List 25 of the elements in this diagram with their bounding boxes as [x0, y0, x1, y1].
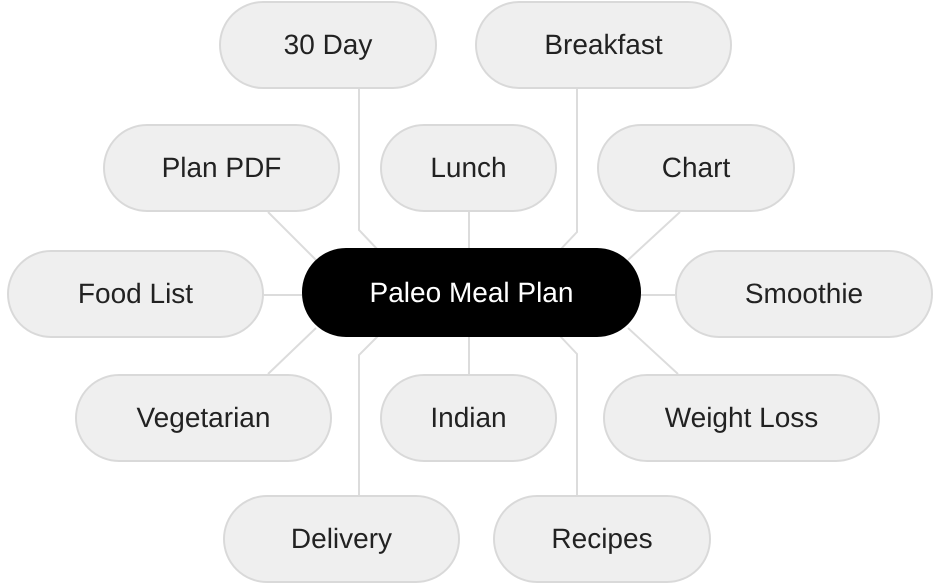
connector-line: [264, 294, 302, 296]
connector-line: [641, 294, 675, 296]
connector-line: [468, 212, 470, 248]
connector-line: [627, 327, 679, 375]
connector-line: [358, 89, 379, 251]
topic-text: Recipes: [551, 523, 653, 555]
central-topic-text: Paleo Meal Plan: [370, 276, 574, 308]
topic-text: Food List: [78, 278, 194, 310]
topic-text: Indian: [430, 402, 507, 434]
connector-line: [559, 335, 578, 495]
topic-text: Smoothie: [744, 278, 864, 310]
connector-line: [358, 335, 379, 495]
topic-text: Vegetarian: [136, 402, 270, 434]
connector-line: [468, 337, 470, 374]
topic-text: Weight Loss: [664, 402, 818, 434]
topic-text: Breakfast: [544, 29, 663, 61]
topic-text: Chart: [662, 152, 730, 184]
connector-line: [267, 327, 317, 375]
connector-line: [559, 89, 578, 251]
topic-text: Delivery: [290, 523, 392, 555]
connector-line: [267, 211, 317, 261]
topic-text: 30 Day: [284, 29, 372, 61]
connector-line: [627, 211, 681, 261]
topic-text: Plan PDF: [162, 152, 282, 184]
topic-text: Lunch: [430, 152, 507, 184]
